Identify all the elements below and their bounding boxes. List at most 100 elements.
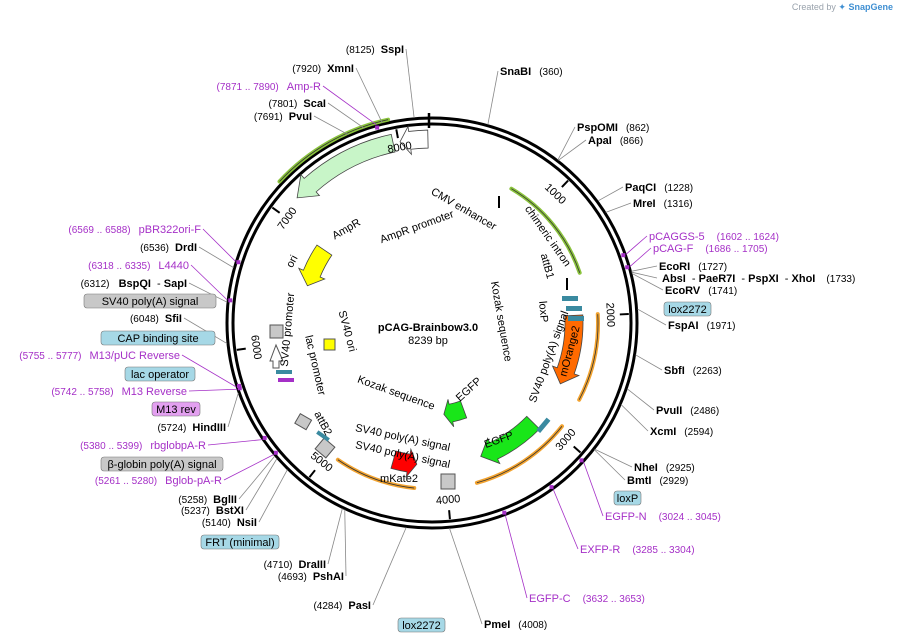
feature-egfp-arrow-5	[443, 399, 468, 427]
sv40-polya-box-2	[440, 473, 456, 490]
primer-mark-pcaggs-5	[621, 253, 626, 258]
primer-mark-egfp-c	[502, 510, 507, 515]
site-name: NsiI	[237, 517, 257, 529]
site-name: SfiI	[165, 313, 182, 325]
m13-rev-box	[278, 378, 294, 382]
boxed-label-bg-6	[397, 617, 446, 633]
primer-mark-bglob-pa-r	[273, 450, 278, 455]
site-pspomi: PspOMI(862)	[577, 122, 649, 134]
leader-snabi-0	[487, 70, 499, 125]
site-name: XcmI	[650, 426, 676, 438]
boxed-label-lox2272: lox2272	[402, 620, 441, 632]
ruler-label-4000: 4000	[435, 493, 460, 507]
primer-mark-exfp-r	[549, 485, 554, 490]
leader-xcmi-10	[620, 404, 649, 432]
primer-name: rbglobpA-R	[150, 440, 206, 452]
site-paqci: PaqCI(1228)	[625, 182, 693, 194]
leader-draiii-10	[327, 508, 343, 565]
site-name: PspOMI	[577, 122, 618, 134]
feature-span-core-2	[578, 314, 599, 400]
leader-primer-pbr322ori-f	[202, 228, 236, 262]
primer-name: L4440	[158, 260, 189, 272]
leader-nhei-11	[594, 448, 633, 468]
attb2-box	[294, 412, 313, 431]
primer-mark-amp-r	[375, 125, 380, 130]
primer-pos: (5380 .. 5399)	[80, 441, 142, 452]
ruler-tick-3000	[573, 445, 582, 454]
feature-label-sv40-promoter: SV40 promoter	[279, 292, 297, 367]
leader-pvuii-9	[626, 388, 655, 411]
primer-rbglobpa-r: (5380 .. 5399) rbglobpA-R	[80, 440, 206, 452]
site-name: DrdI	[175, 242, 197, 254]
primer-name: Amp-R	[287, 81, 321, 93]
boxed-label-cap-binding-site: CAP binding site	[117, 333, 198, 345]
site-apai: ApaI(866)	[588, 135, 643, 147]
feature-span-core-3	[476, 426, 563, 484]
site-name: PmeI	[484, 619, 510, 631]
primer-name: EGFP-C	[529, 593, 571, 605]
feature-ampr-promoter-arrow-1	[399, 125, 429, 156]
leader-ecori-5	[631, 265, 658, 272]
site-sfii: (6048) SfiI	[130, 313, 182, 325]
site-pos: (7691)	[254, 112, 283, 123]
primer-pos: (6318 .. 6335)	[88, 261, 150, 272]
leader-primer-m13-reverse	[188, 388, 237, 392]
site-pos: (1316)	[664, 199, 693, 210]
boxed-label-lac-operator: lac operator	[131, 369, 189, 381]
boxed-label-bg-0	[83, 293, 217, 309]
feature-ampr-arrow-0	[296, 133, 396, 199]
site-name: BglII	[213, 494, 237, 506]
leader-mrei-4	[605, 202, 632, 213]
site-pspxi: PspXI	[748, 273, 779, 285]
primer-pos: (3632 .. 3653)	[583, 594, 645, 605]
feature-label-kozak-sequence: Kozak sequence	[356, 374, 437, 413]
site-pvui: (7691)PvuI	[254, 111, 312, 123]
site-absi: AbsI	[662, 273, 686, 285]
primer-pos: (1602 .. 1624)	[717, 232, 779, 243]
leader-drdi-4	[198, 246, 234, 268]
leader-bstxi-8	[245, 458, 278, 511]
boxed-label-globin-poly-a-signal: β-globin poly(A) signal	[107, 459, 216, 471]
credit-prefix: Created by	[791, 2, 836, 12]
site-name: ApaI	[588, 135, 612, 147]
boxed-label-lox2272: lox2272	[668, 304, 707, 316]
site-pos: (6048)	[130, 314, 159, 325]
feature-label-attb2: attB2	[311, 409, 334, 437]
backbone-inner	[231, 122, 633, 524]
site-scai: (7801)ScaI	[268, 98, 326, 110]
site-pos: (2486)	[690, 406, 719, 417]
site-sspi: (8125)SspI	[346, 44, 404, 56]
sv40-ori-box	[323, 338, 336, 351]
site-pos: (5724)	[157, 423, 186, 434]
site-pshai: (4693)PshAI	[278, 571, 344, 583]
bspqi-row: (6312) BspQI - SapI	[81, 278, 187, 290]
primer-pos: (3024 .. 3045)	[659, 512, 721, 523]
site-pos: (4710)	[264, 560, 293, 571]
leader-primer-egfp-c	[504, 515, 528, 599]
site-pos: (1971)	[707, 321, 736, 332]
site-pos: (7801)	[268, 99, 297, 110]
leader-apai-2	[558, 139, 587, 161]
feature-label-ampr: AmpR	[330, 217, 363, 243]
site-xcmi: XcmI(2594)	[650, 426, 713, 438]
boxed-label-bg-1	[100, 330, 216, 346]
primer-mark-egfp-n	[579, 458, 584, 463]
leader-primer-m13-puc-reverse	[181, 354, 237, 388]
sv40-polya-box-1	[314, 437, 336, 459]
lac-promoter-arrow	[269, 343, 284, 369]
site-bspqi: BspQI	[119, 278, 151, 290]
primer-amp-r: (7871 .. 7890)Amp-R	[217, 81, 322, 93]
site-pos: (1741)	[708, 286, 737, 297]
site-name: DraIII	[298, 559, 326, 571]
attb1-box	[562, 296, 578, 301]
site-drdi: (6536)DrdI	[140, 242, 197, 254]
site-xhoi: XhoI	[792, 273, 816, 285]
site-pos: (8125)	[346, 45, 375, 56]
leader-sbfi-8	[635, 354, 663, 371]
site-bglii: (5258)BglII	[178, 494, 237, 506]
primer-mark-m13-puc-reverse	[236, 383, 241, 388]
site-pos: (4284)	[313, 601, 342, 612]
feature-label-mkate2: mKate2	[380, 473, 418, 485]
leader-nsii-9	[258, 469, 288, 523]
